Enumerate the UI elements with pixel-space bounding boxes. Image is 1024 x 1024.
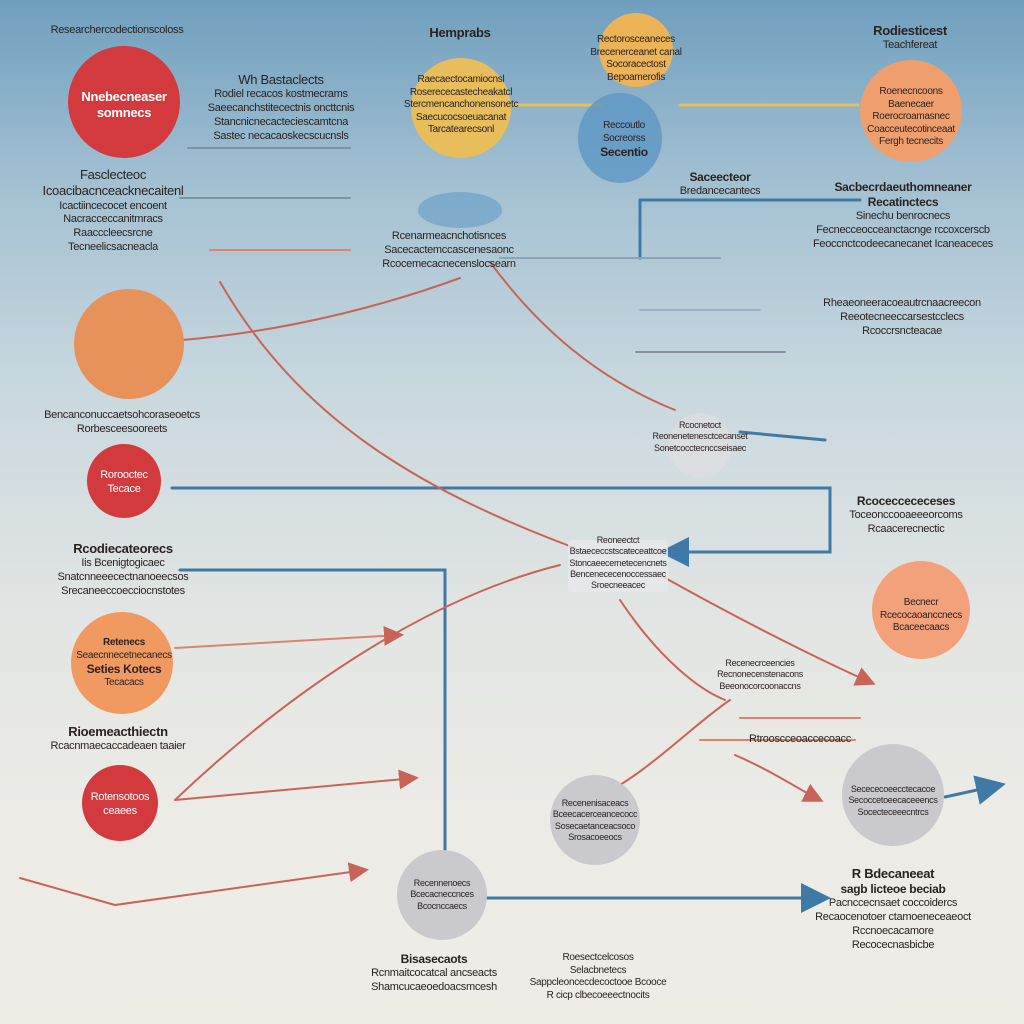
- top-center-heading: Hemprabs: [429, 25, 491, 40]
- connector-line: [114, 862, 369, 906]
- text-l: Rtrooscceoaccecoacc: [749, 733, 851, 745]
- connector-line: [19, 877, 116, 906]
- node-gray-lc: [550, 775, 640, 865]
- connector-line: [619, 699, 731, 786]
- connector-line: [489, 261, 676, 411]
- connector-line: [738, 430, 827, 442]
- node-orange-tr: [860, 60, 962, 162]
- node-orange-left: [74, 289, 184, 399]
- connector-line: [943, 775, 1006, 805]
- node-yellow-top: [599, 13, 673, 87]
- connector-line: [170, 486, 832, 567]
- center-label-box: [568, 540, 668, 592]
- top-left-heading: Researchercodectionscoloss: [50, 24, 184, 36]
- node-gray-right: [842, 744, 944, 846]
- connector-line: [734, 754, 824, 802]
- node-yellow-mid: [411, 58, 511, 158]
- blue-smudge: [418, 192, 502, 228]
- node-blue-center: [578, 93, 662, 183]
- node-red-bottom: [82, 765, 158, 841]
- connector-line: [619, 599, 726, 701]
- connector-line: [174, 564, 561, 801]
- node-orange-right: [872, 561, 970, 659]
- connector-line: [174, 769, 419, 801]
- connector-line: [178, 568, 447, 852]
- connector-line: [181, 277, 461, 341]
- node-orange-left-2: [71, 612, 173, 714]
- connector-line: [219, 281, 576, 549]
- node-gray-small: [668, 413, 732, 477]
- connector-line: [659, 574, 876, 686]
- node-red-top: [68, 46, 180, 158]
- node-red-mid: [87, 444, 161, 518]
- connector-line: [174, 625, 404, 649]
- node-gray-bottom: [397, 850, 487, 940]
